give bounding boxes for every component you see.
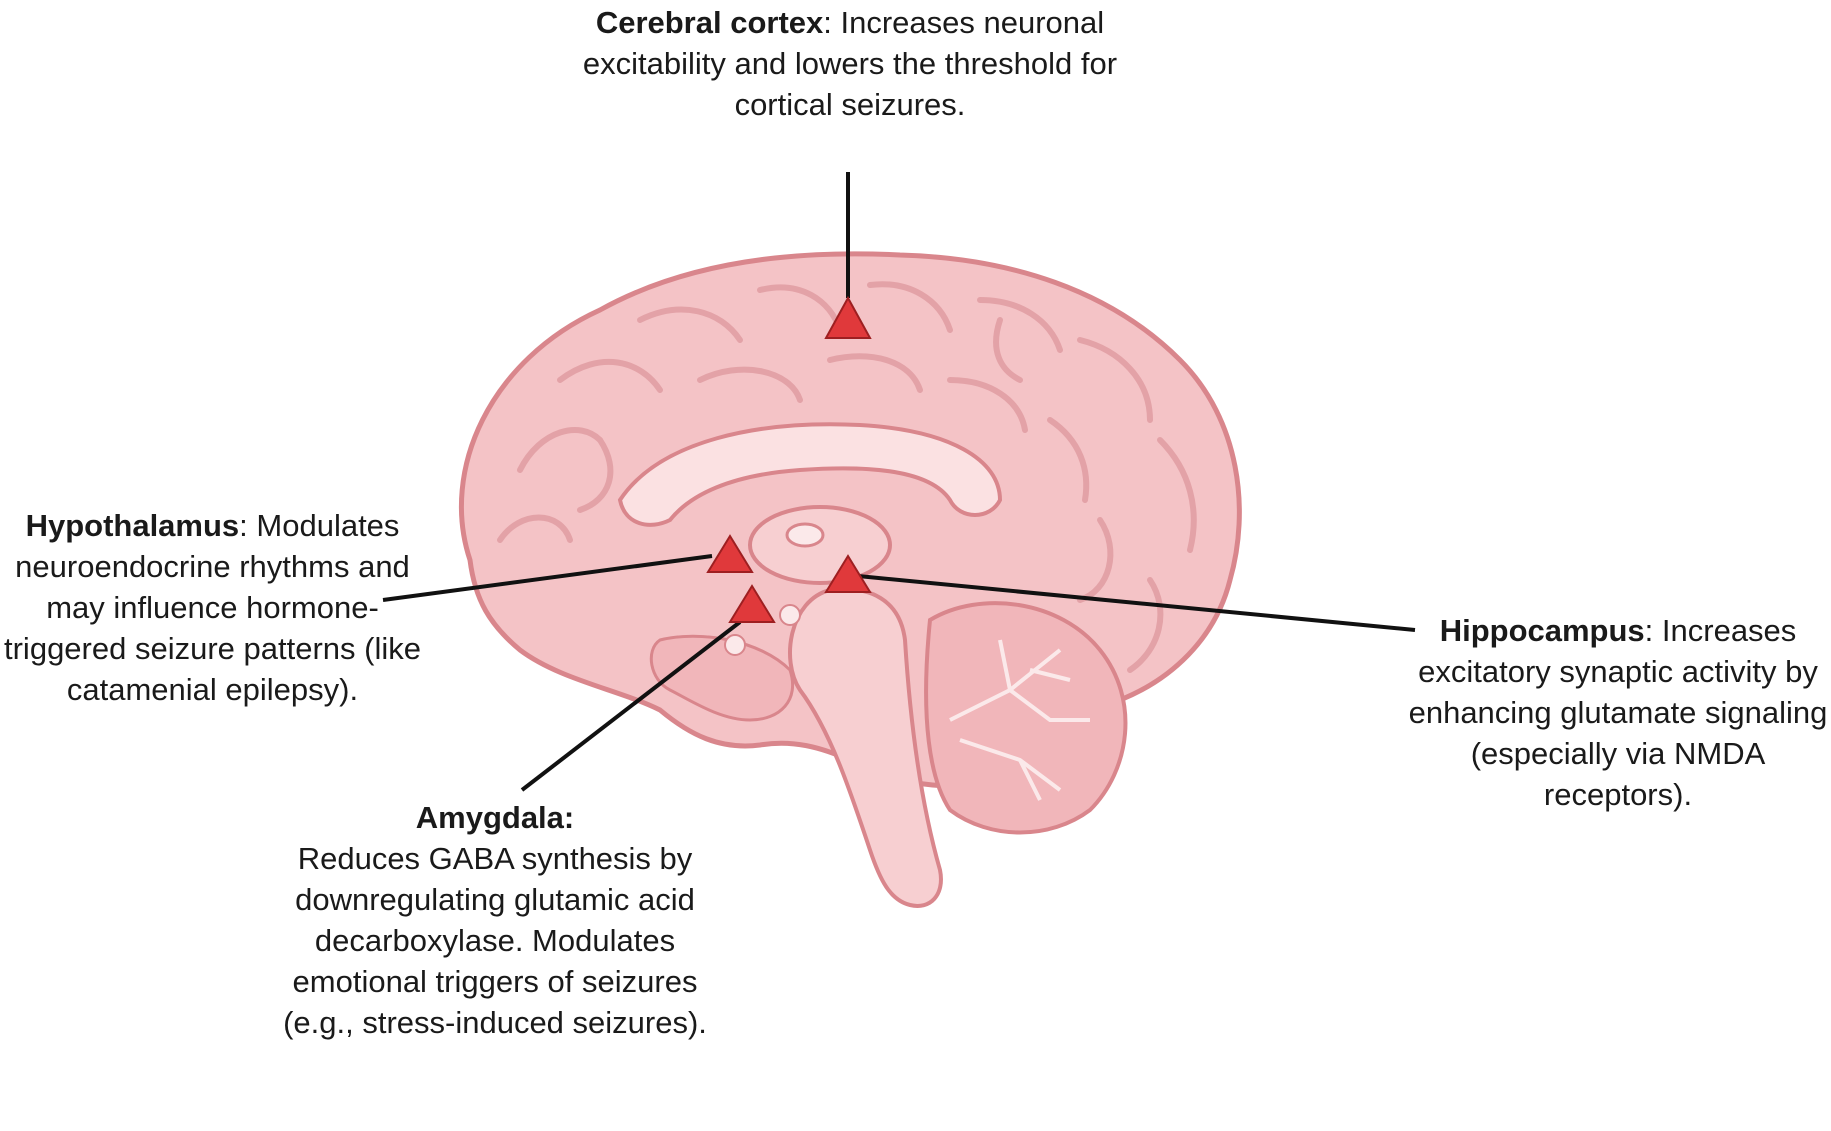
amygdala-text: Reduces GABA synthesis by downregulating… <box>283 841 707 1040</box>
cerebellum <box>924 601 1128 835</box>
triangle-marker-icon <box>824 554 872 593</box>
cortex-text: : Increases neuronal excitability and lo… <box>582 5 1118 122</box>
hypothalamus-title: Hypothalamus <box>25 508 240 543</box>
brain-illustration <box>459 251 1242 908</box>
hippocampus-label: Hippocampus: Increases excitatory synapt… <box>1405 610 1831 815</box>
hippocampus-title: Hippocampus <box>1439 613 1645 648</box>
arbor-vitae <box>949 639 1090 801</box>
cortex-label: Cerebral cortex: Increases neuronal exci… <box>580 2 1120 125</box>
leader-lines <box>382 172 1416 792</box>
brainstem <box>788 587 943 908</box>
amygdala-label: Amygdala: Reduces GABA synthesis by down… <box>280 797 710 1043</box>
leader-hypothalamus <box>382 554 713 602</box>
leader-hippocampus <box>857 574 1416 632</box>
triangle-marker-icon <box>728 584 776 623</box>
hypothalamus-label: Hypothalamus: Modulates neuroendocrine r… <box>0 505 425 710</box>
triangle-marker-icon <box>706 534 754 573</box>
triangle-marker-icon <box>824 295 872 339</box>
hippocampus-text: : Increases excitatory synaptic activity… <box>1408 613 1828 812</box>
gyri <box>497 281 1197 673</box>
thalamus <box>748 505 892 585</box>
markers <box>706 295 872 623</box>
leader-amygdala <box>520 620 742 792</box>
corpus-callosum <box>617 422 1003 527</box>
hypothalamus-text: : Modulates neuroendocrine rhythms and m… <box>4 508 421 707</box>
cortex-title: Cerebral cortex <box>595 5 824 40</box>
amygdala-title: Amygdala: <box>415 800 575 835</box>
